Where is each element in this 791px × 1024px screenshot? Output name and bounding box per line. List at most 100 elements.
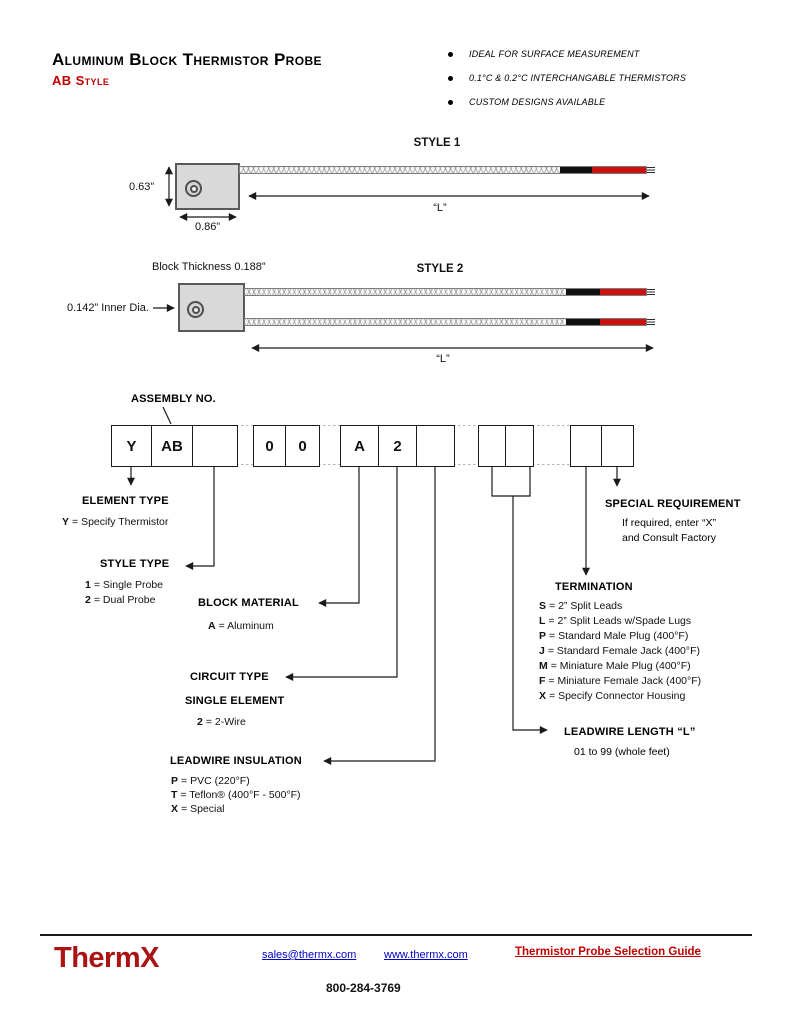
code-cell: Y (112, 426, 152, 466)
style-type-item: 1= Single Probe (85, 578, 163, 593)
termination-item: F= Miniature Female Jack (400°F) (539, 674, 701, 689)
style2-red-segment (600, 289, 646, 295)
style1-width-dim: 0.86” (195, 221, 221, 233)
page-subtitle: AB Style (52, 73, 110, 88)
code-cell: 2 (379, 426, 417, 466)
code-value: = 2” Split Leads (549, 600, 623, 612)
style1-block (175, 163, 240, 210)
code-key: 1 (85, 579, 91, 591)
code-value: = Specify Connector Housing (549, 690, 686, 702)
code-cell (193, 426, 237, 466)
style1-mounting-hole (185, 180, 202, 197)
thermx-logo: ThermX (54, 942, 159, 974)
code-cell (602, 426, 633, 466)
style2-mounting-hole-inner (191, 305, 200, 314)
email-link[interactable]: sales@thermx.com (262, 949, 357, 961)
code-cell: 0 (254, 426, 286, 466)
phone-number: 800-284-3769 (326, 981, 401, 995)
code-cell: 0 (298, 437, 307, 455)
style-type-heading: STYLE TYPE (100, 558, 170, 570)
leadwire-insulation-items: P= PVC (220°F) T= Teflon® (400°F - 500°F… (171, 774, 301, 816)
code-key: Y (62, 516, 70, 528)
leadwire-length-line: 01 to 99 (whole feet) (574, 746, 670, 758)
code-key: J (539, 645, 545, 657)
bullet-icon (448, 76, 453, 81)
code-key: X (171, 803, 179, 815)
code-key: T (171, 789, 178, 801)
style2-braid-segment (245, 319, 566, 325)
bullet-icon (448, 52, 453, 57)
bullet-icon (448, 100, 453, 105)
leadwire-length-heading: LEADWIRE LENGTH “L” (564, 726, 696, 738)
termination-item: M= Miniature Male Plug (400°F) (539, 659, 701, 674)
style2-braid-segment (245, 289, 566, 295)
code-cell: A (341, 426, 379, 466)
selection-guide-link[interactable]: Thermistor Probe Selection Guide (515, 946, 701, 958)
style2-inner-dia: 0.142” Inner Dia. (67, 302, 149, 314)
style1-length-label: “L” (433, 202, 447, 214)
style2-leadwire-top (244, 288, 655, 296)
code-value: = 2” Split Leads w/Spade Lugs (548, 615, 692, 627)
code-key: S (539, 600, 547, 612)
website-link[interactable]: www.thermx.com (384, 949, 468, 961)
style1-height-dim: 0.63” (129, 181, 155, 193)
code-cell (571, 426, 602, 466)
block-material-heading: BLOCK MATERIAL (198, 597, 299, 609)
code-key: P (539, 630, 547, 642)
code-cell (417, 426, 454, 466)
code-key: 2 (197, 716, 203, 728)
page-title: Aluminum Block Thermistor Probe (52, 50, 322, 69)
code-key: F (539, 675, 546, 687)
termination-item: J= Standard Female Jack (400°F) (539, 644, 701, 659)
code-group-3: A 2 (340, 425, 455, 467)
style1-label: STYLE 1 (413, 137, 461, 149)
code-key: P (171, 775, 179, 787)
assembly-no-label: ASSEMBLY NO. (131, 393, 216, 405)
code-cell (506, 426, 533, 466)
style1-black-segment (560, 167, 592, 173)
bullet-item: IDEAL FOR SURFACE MEASUREMENT (448, 49, 686, 59)
code-key: A (208, 620, 216, 632)
style2-wire-tip (647, 289, 655, 295)
code-value: = Miniature Male Plug (400°F) (550, 660, 691, 672)
code-group-1: Y AB (111, 425, 238, 467)
leadwire-insulation-heading: LEADWIRE INSULATION (170, 755, 302, 767)
style-type-items: 1= Single Probe 2= Dual Probe (85, 578, 163, 608)
code-value: = Special (181, 803, 225, 815)
termination-items: S= 2” Split Leads L= 2” Split Leads w/Sp… (539, 599, 701, 704)
code-value: = Standard Female Jack (400°F) (547, 645, 700, 657)
code-cell: AB (152, 426, 193, 466)
code-key: 2 (85, 594, 91, 606)
termination-item: L= 2” Split Leads w/Spade Lugs (539, 614, 701, 629)
element-type-heading: ELEMENT TYPE (82, 495, 169, 507)
style-type-item: 2= Dual Probe (85, 593, 163, 608)
insulation-item: P= PVC (220°F) (171, 774, 301, 788)
code-key: X (539, 690, 547, 702)
code-key: L (539, 615, 546, 627)
style1-braid-segment (240, 167, 560, 173)
circuit-type-heading: CIRCUIT TYPE (190, 671, 269, 683)
feature-bullets: IDEAL FOR SURFACE MEASUREMENT 0.1°C & 0.… (448, 49, 686, 107)
code-value: = PVC (220°F) (181, 775, 250, 787)
bullet-text: 0.1°C & 0.2°C INTERCHANGABLE THERMISTORS (469, 73, 687, 83)
special-requirement-line2: and Consult Factory (622, 532, 716, 544)
insulation-item: T= Teflon® (400°F - 500°F) (171, 788, 301, 802)
code-value: = 2-Wire (205, 716, 246, 728)
style2-block (178, 283, 245, 332)
bullet-item: 0.1°C & 0.2°C INTERCHANGABLE THERMISTORS (448, 73, 686, 83)
code-key: M (539, 660, 548, 672)
style2-mounting-hole (187, 301, 204, 318)
code-value: = Miniature Female Jack (400°F) (548, 675, 702, 687)
code-value: = Aluminum (218, 620, 274, 632)
style2-black-segment (566, 289, 600, 295)
style2-black-segment (566, 319, 600, 325)
code-value: = Standard Male Plug (400°F) (549, 630, 689, 642)
circuit-type-item: 2= 2-Wire (197, 716, 246, 728)
code-value: = Specify Thermistor (72, 516, 169, 528)
code-value: = Teflon® (400°F - 500°F) (180, 789, 301, 801)
code-group-5 (570, 425, 634, 467)
code-value: = Single Probe (93, 579, 164, 591)
style2-block-thickness: Block Thickness 0.188” (152, 261, 266, 273)
